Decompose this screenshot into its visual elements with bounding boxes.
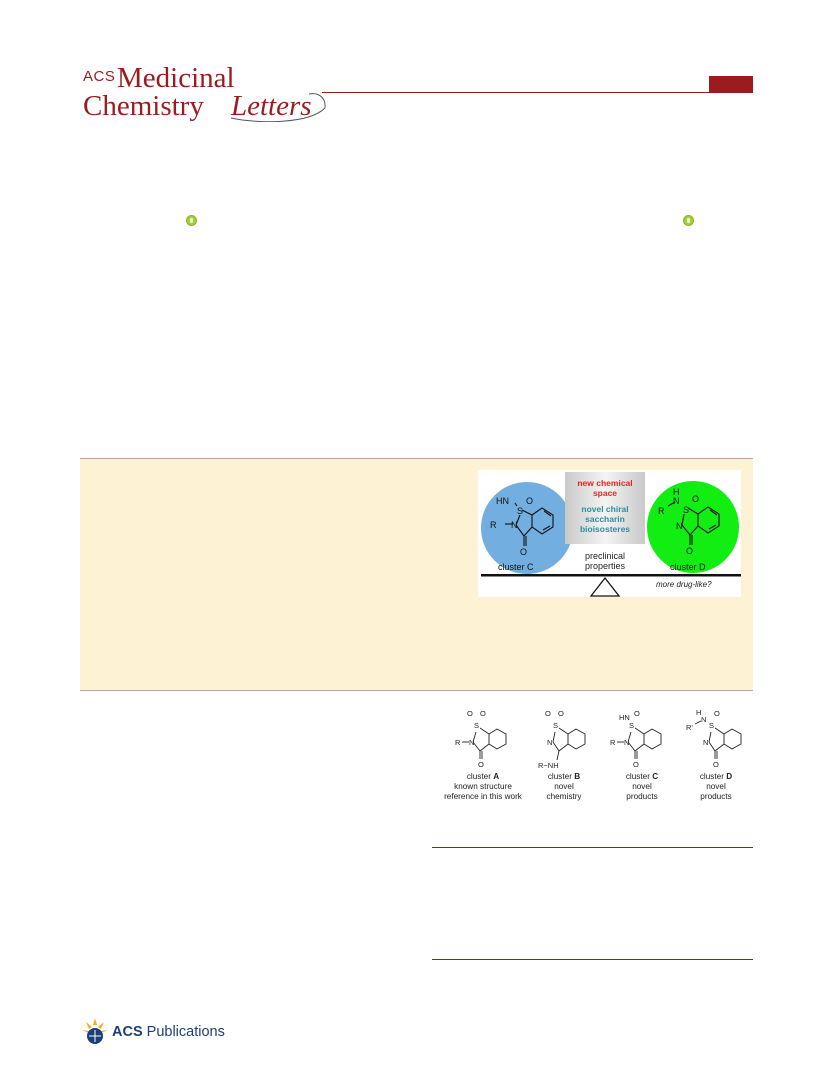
c-n: N [624,738,629,747]
right-struct-o1: O [692,494,699,504]
d-o2: O [713,760,719,769]
balance-note: more drug-like? [656,580,712,589]
box-line-5: bioisosteres [580,524,630,534]
acs-publications-text: ACS Publications [112,1024,225,1040]
cluster-c-circle [481,482,573,574]
a-o2: O [480,709,486,718]
new-space-box [565,472,645,544]
right-struct-s: S [683,505,689,515]
b-n: N [547,738,552,747]
balance-beam [481,574,741,577]
c-hn: HN [619,713,630,722]
orcid-icon[interactable] [683,215,694,226]
a-o1: O [467,709,473,718]
left-struct-o1: O [526,496,533,506]
d-n1: N [701,715,706,724]
cluster-c-caption: cluster C novel products [625,772,659,801]
d-r: R' [686,723,693,732]
acs-publications-logo[interactable]: ACS Publications [82,1015,225,1049]
figure-caption-rule-top [432,847,753,848]
c-o2: O [633,760,639,769]
journal-logo-medicinal: Medicinal [117,62,235,94]
cluster-d-caption: cluster D novel products [699,772,733,801]
journal-logo-acs: ACS [83,68,116,85]
right-struct-o2: O [686,546,693,556]
b-o2: O [558,709,564,718]
a-o3: O [478,760,484,769]
journal-logo-chemistry: Chemistry [83,90,204,122]
d-h: H [696,708,701,717]
cluster-b-caption: cluster B novel chemistry [546,772,582,801]
cluster-d-circle [647,481,739,573]
left-struct-s: S [517,506,523,516]
center-label-1: preclinical [585,551,625,561]
center-label-2: properties [585,561,626,571]
box-line-4: saccharin [585,514,625,524]
d-s: S [709,721,714,730]
d-n2: N [703,738,708,747]
orcid-icon[interactable] [186,215,197,226]
b-rnh: R−NH [538,761,559,770]
journal-logo: ACS Medicinal Chemistry Letters [83,62,333,126]
a-r: R [455,738,461,747]
right-struct-n2: N [676,521,683,531]
left-struct-o2: O [520,547,527,557]
box-line-2: space [593,488,617,498]
cluster-structures: O O S N R O O O S N R−NH HN O S N R O H … [455,708,742,770]
box-line-1: new chemical [577,478,632,488]
balance-fulcrum-icon [589,576,621,597]
c-o1: O [634,709,640,718]
header-rule [322,92,753,93]
left-struct-hn: HN [496,496,509,506]
box-line-3: novel chiral [581,504,628,514]
journal-logo-letters: Letters [231,90,312,122]
cluster-a-caption: cluster A known structure reference in t… [444,772,522,801]
right-struct-n1: N [673,496,680,506]
figure-caption-rule-bottom [432,959,753,960]
header-tab [709,76,753,92]
left-struct-n: N [511,520,518,530]
logo-swoosh-icon [230,93,326,122]
c-r: R [610,738,616,747]
cluster-c-label: cluster C [498,562,534,572]
a-n: N [469,738,474,747]
right-struct-h: H [673,487,680,497]
toc-graphic: new chemical space novel chiral sacchari… [478,470,741,597]
c-s: S [629,721,634,730]
right-struct-r: R [658,506,665,516]
cluster-d-label: cluster D [670,562,706,572]
b-s: S [553,721,558,730]
acs-sunburst-icon [82,1018,108,1044]
left-struct-r: R [490,520,497,530]
a-s: S [474,721,479,730]
b-o1: O [545,709,551,718]
d-o1: O [714,709,720,718]
